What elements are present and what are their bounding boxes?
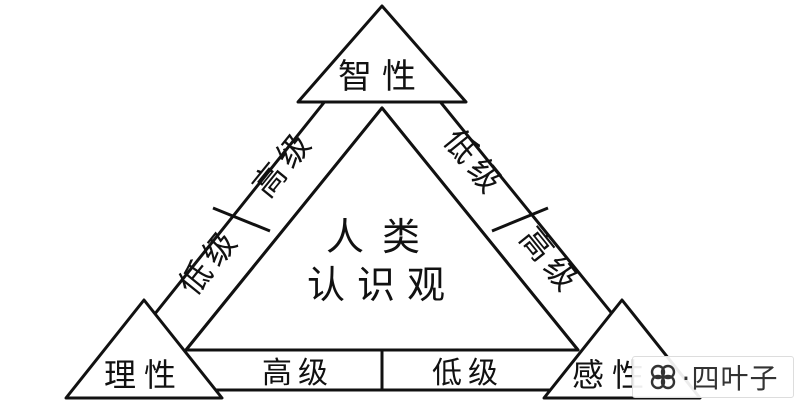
center-label-line2: 认识观 [307, 263, 457, 307]
watermark-text: ·四叶子 [681, 362, 779, 395]
left-corner-triangle [64, 298, 224, 400]
left-edge-divider [212, 206, 271, 233]
watermark-logo: ·四叶子 [632, 356, 794, 398]
right-edge-divider [491, 206, 549, 233]
bottom-edge-right-label: 低级 [432, 356, 504, 391]
clover-icon [650, 364, 675, 390]
center-label-line1: 人类 [326, 215, 438, 259]
top-corner-label: 智性 [338, 57, 426, 97]
bottom-edge-left-label: 高级 [262, 356, 334, 391]
top-corner-triangle [296, 4, 468, 104]
left-corner-label: 理性 [104, 356, 184, 394]
